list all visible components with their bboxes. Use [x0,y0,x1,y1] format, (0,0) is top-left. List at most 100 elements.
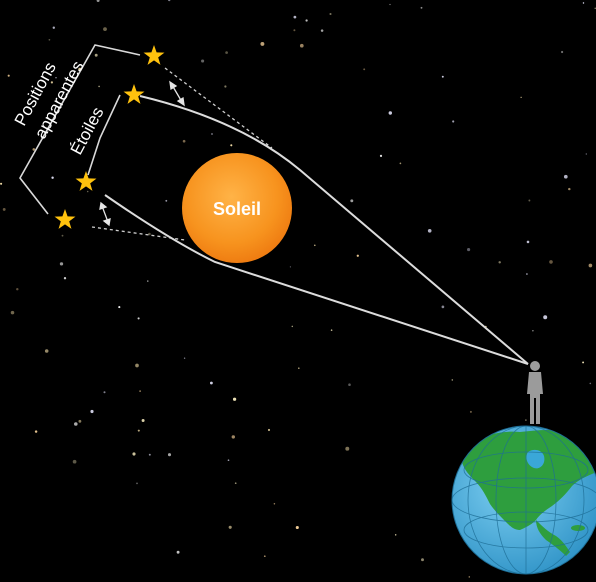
background-star [441,75,444,78]
globe-grid [452,426,596,574]
rotated-labels: Positions apparentes Étoiles [11,58,108,158]
background-star [183,357,186,359]
background-star [452,120,455,123]
background-star [137,317,140,320]
background-star [50,81,54,84]
background-star [532,330,534,332]
stars-label: Étoiles [67,104,108,158]
background-star [289,266,292,268]
background-star [363,68,366,71]
background-star [295,525,299,530]
background-star [182,139,186,143]
background-star [305,19,308,22]
background-star [228,525,232,529]
background-star [379,154,383,157]
deflection-angles [99,80,185,227]
background-star [561,50,564,54]
caribbean-islands [571,525,585,531]
background-star [167,0,171,2]
background-star [209,381,213,385]
background-star [55,77,57,79]
background-star [63,277,67,280]
background-star [74,422,78,426]
background-star [320,29,324,32]
sun-label: Soleil [213,199,261,219]
background-star [103,27,107,32]
background-star [356,254,359,257]
star-icon [143,45,165,65]
background-star [10,310,15,315]
apparent-positions-bracket [19,44,141,215]
background-star [176,550,180,554]
background-star [314,244,316,247]
background-star [52,26,55,29]
background-star [86,190,89,193]
background-star [588,263,593,268]
background-star [589,382,592,385]
stars-bracket [87,94,121,176]
background-star [0,182,3,185]
background-star [293,29,296,32]
background-star [44,349,49,353]
background-star [32,148,36,151]
background-star [230,144,233,147]
background-star [167,453,172,457]
star-icon [54,209,76,229]
background-star [568,187,571,191]
star-icon [123,84,145,104]
background-star [16,287,19,291]
upper-light-path [139,95,529,365]
background-star [348,383,351,386]
background-star [388,111,392,115]
earth-globe [451,425,596,575]
background-star [299,43,304,48]
background-star [98,85,100,88]
background-star [61,234,64,237]
background-star [468,576,471,578]
background-star [399,162,402,165]
background-star [441,305,445,309]
central-america-landmass [536,520,570,556]
background-star [291,325,294,328]
background-star [94,53,98,57]
background-star [2,207,6,211]
light-paths [104,95,529,365]
background-star [293,15,297,19]
stars [54,45,165,229]
background-star [582,361,585,364]
background-star [330,329,333,331]
background-star [263,555,266,558]
background-star [582,2,585,4]
background-star [329,12,332,16]
background-star [585,153,587,155]
label-brackets [19,44,141,215]
lower-light-path [104,194,529,365]
background-star [59,262,64,266]
background-star [201,59,205,63]
background-star [267,428,271,432]
background-star [525,273,528,275]
background-star [420,6,423,9]
background-star [520,96,522,98]
observer-icon [527,361,543,424]
background-star [78,419,82,423]
background-star [528,199,531,202]
background-star [225,51,228,54]
background-star [210,132,214,136]
background-star [549,260,553,264]
background-star [525,419,527,421]
south-america-landmass [568,554,596,574]
background-star [526,240,530,244]
background-star [132,452,136,456]
background-star [498,261,501,264]
background-star [7,74,10,77]
background-star [135,363,139,368]
background-star [118,306,121,309]
hudson-bay [526,449,545,469]
background-star [139,390,141,392]
background-star [451,379,454,381]
background-star [231,435,235,439]
sun: Soleil [182,153,292,263]
background-star [148,232,151,236]
background-star [260,41,265,46]
